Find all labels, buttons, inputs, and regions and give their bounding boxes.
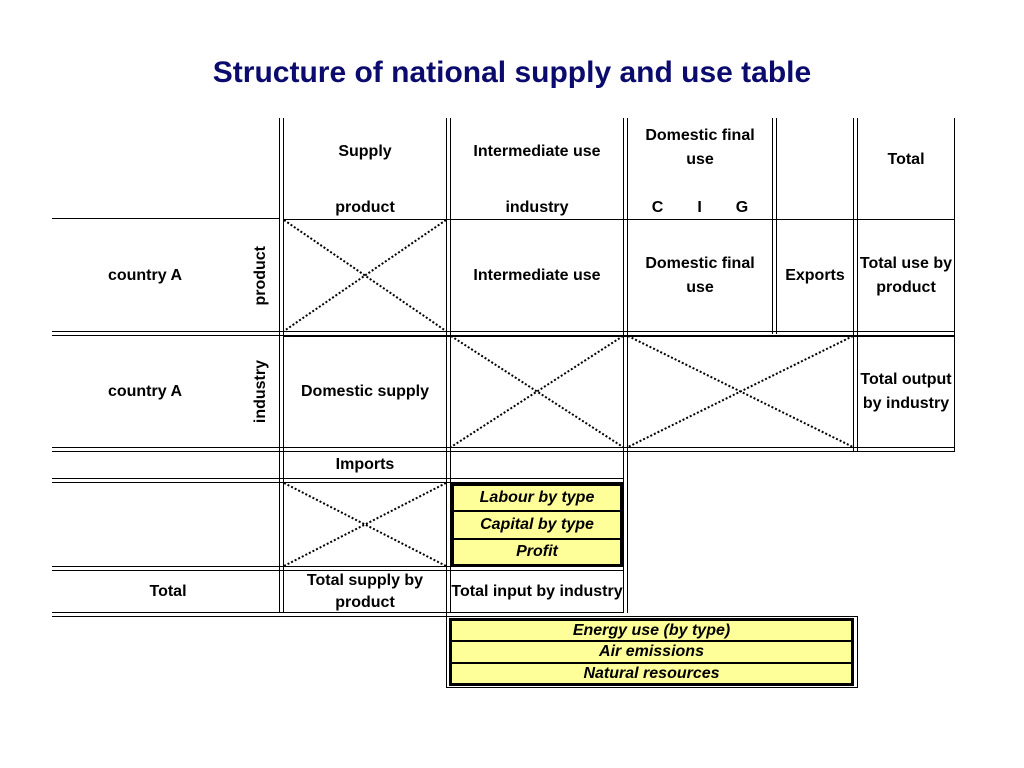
row-product-exports: Exports xyxy=(785,266,845,284)
page-title: Structure of national supply and use tab… xyxy=(212,56,812,89)
extension-air: Air emissions xyxy=(451,641,852,663)
row-total-label: Total xyxy=(149,582,187,600)
header-supply-label: Supply xyxy=(338,143,392,160)
header-domestic-final: Domestic final use C I G xyxy=(628,124,772,220)
empty-cell-cross xyxy=(450,335,624,448)
extension-resources: Natural resources xyxy=(451,663,852,684)
empty-cell-cross xyxy=(283,219,447,332)
empty-cell-cross xyxy=(283,482,447,567)
row-product-rotated: product xyxy=(252,245,269,306)
header-c: C xyxy=(651,199,664,216)
row-industry-total: Total output by industry xyxy=(860,370,952,412)
header-total: Total xyxy=(887,151,925,168)
row-total-input: Total input by industry xyxy=(451,582,623,600)
header-intermediate: Intermediate use industry xyxy=(451,140,623,220)
header-supply: Supply product xyxy=(284,140,446,220)
row-imports: Imports xyxy=(335,456,395,473)
header-intermediate-sub: industry xyxy=(505,199,569,216)
row-product-intermediate: Intermediate use xyxy=(473,266,601,284)
row-industry-rotated: industry xyxy=(252,359,269,424)
row-industry-rotated-cell: industry xyxy=(244,336,278,447)
header-i: I xyxy=(697,199,702,216)
header-g: G xyxy=(735,199,749,216)
value-added-labour: Labour by type xyxy=(453,485,621,511)
header-domestic-final-label: Domestic final use xyxy=(645,127,755,168)
value-added-profit: Profit xyxy=(453,539,621,565)
row-product-label: country A xyxy=(107,266,183,284)
row-industry-supply: Domestic supply xyxy=(300,382,430,400)
row-industry-label: country A xyxy=(107,382,183,400)
header-cig: C I G xyxy=(652,196,748,220)
row-product-domestic-final: Domestic final use xyxy=(645,254,755,296)
row-total-supply: Total supply by product xyxy=(306,571,424,611)
row-product-total: Total use by product xyxy=(859,254,953,296)
empty-cell-cross xyxy=(627,335,854,448)
row-product-rotated-cell: product xyxy=(244,220,278,331)
header-intermediate-label: Intermediate use xyxy=(473,143,601,160)
extension-energy: Energy use (by type) xyxy=(451,620,852,641)
header-supply-sub: product xyxy=(335,199,395,216)
value-added-capital: Capital by type xyxy=(453,511,621,539)
